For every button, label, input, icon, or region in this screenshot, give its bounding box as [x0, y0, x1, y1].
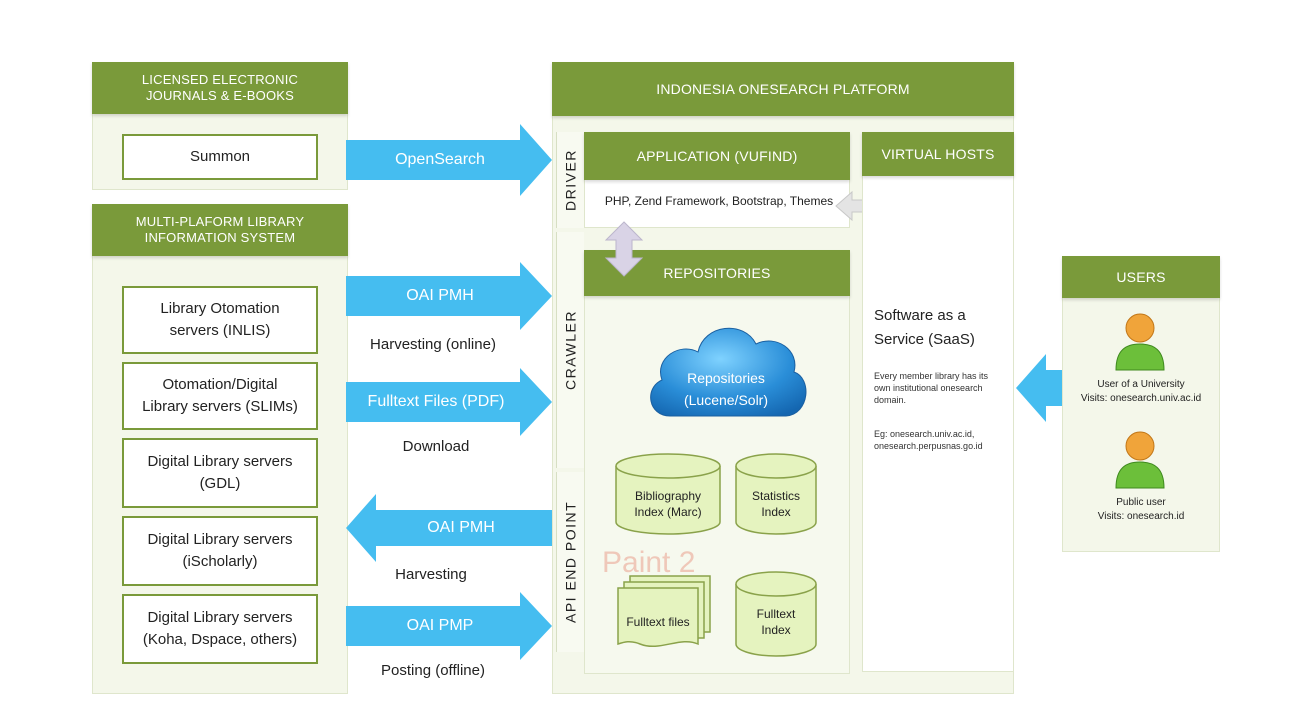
- cloud-icon: [650, 327, 807, 417]
- server-gdl[interactable]: Digital Library servers (GDL): [122, 438, 318, 508]
- fulltext-label[interactable]: Fulltext Files (PDF): [367, 393, 505, 410]
- bibliography-index-cylinder: [615, 453, 721, 535]
- opensearch-arrow-shape: [346, 124, 552, 196]
- oai-pmh-out-label[interactable]: OAI PMH: [427, 519, 495, 536]
- server-ischolarly[interactable]: Digital Library servers (iScholarly): [122, 516, 318, 586]
- application-desc: PHP, Zend Framework, Bootstrap, Themes: [604, 194, 834, 208]
- oai-pmh-arrow-shape: [346, 262, 552, 330]
- platform-header: INDONESIA ONESEARCH PLATFORM: [552, 62, 1014, 116]
- saas-description: Every member library has its own institu…: [874, 371, 989, 405]
- server-koha-dspace[interactable]: Digital Library servers (Koha, Dspace, o…: [122, 594, 318, 664]
- cloud-label-1: Repositories: [687, 370, 765, 386]
- fulltext-files-label: Fulltext files: [626, 615, 690, 629]
- oai-pmp-label[interactable]: OAI PMP: [406, 617, 474, 634]
- virtual-hosts-panel: [862, 132, 1014, 672]
- cloud-label-2: (Lucene/Solr): [683, 392, 769, 408]
- users-arrow-shape: [1016, 354, 1062, 422]
- oai-pmh-out-caption: Harvesting: [395, 566, 467, 583]
- bibliography-index-label: Bibliography Index (Marc): [634, 489, 702, 519]
- oai-pmp-caption: Posting (offline): [381, 662, 485, 679]
- user-university-label: User of a University Visits: onesearch.u…: [1080, 379, 1202, 404]
- fulltext-files-stack: [617, 575, 711, 648]
- oai-pmh-out-arrow-shape: [346, 494, 552, 562]
- saas-example: Eg: onesearch.univ.ac.id, onesearch.perp…: [874, 429, 983, 451]
- user-icon-2: [1115, 431, 1165, 489]
- users-panel: [1062, 256, 1220, 552]
- paint-watermark: Paint 2: [602, 546, 696, 579]
- server-inlis[interactable]: Library Otomation servers (INLIS): [122, 286, 318, 354]
- fulltext-caption: Download: [402, 438, 470, 455]
- summon-box[interactable]: Summon: [122, 134, 318, 180]
- fulltext-index-cylinder: [735, 571, 817, 657]
- server-slims[interactable]: Otomation/Digital Library servers (SLIMs…: [122, 362, 318, 430]
- fulltext-arrow-shape: [346, 368, 552, 436]
- oai-pmh-label[interactable]: OAI PMH: [406, 287, 474, 304]
- vertical-double-arrow: [604, 221, 644, 277]
- multi-platform-header: MULTI-PLAFORM LIBRARY INFORMATION SYSTEM: [92, 204, 348, 256]
- application-header: APPLICATION (VUFIND): [584, 132, 850, 180]
- licensed-header: LICENSED ELECTRONIC JOURNALS & E-BOOKS: [92, 62, 348, 114]
- oai-pmh-caption: Harvesting (online): [370, 336, 496, 353]
- virtual-hosts-header: VIRTUAL HOSTS: [862, 132, 1014, 176]
- opensearch-label[interactable]: OpenSearch: [395, 151, 485, 168]
- user-public-label: Public user Visits: onesearch.id: [1097, 497, 1185, 522]
- oai-pmp-arrow-shape: [346, 592, 552, 660]
- user-icon-1: [1115, 313, 1165, 371]
- users-header: USERS: [1062, 256, 1220, 298]
- fulltext-index-label: Fulltext Index: [756, 607, 796, 637]
- statistics-index-cylinder: [735, 453, 817, 535]
- saas-title: Software as a Service (SaaS): [874, 307, 975, 348]
- statistics-index-label: Statistics Index: [751, 489, 800, 519]
